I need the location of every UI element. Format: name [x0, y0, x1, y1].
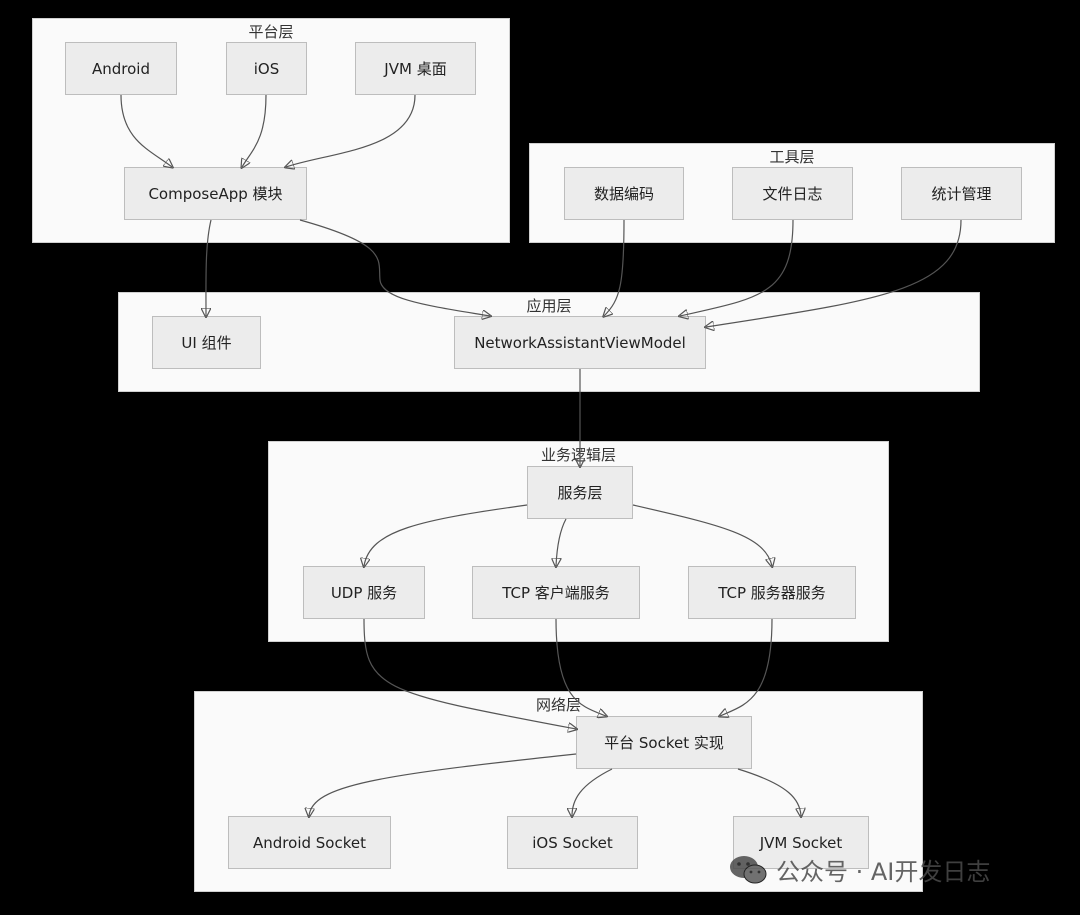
- node-ios[interactable]: iOS: [226, 42, 307, 95]
- watermark-text: 公众号 · AI开发日志: [776, 858, 991, 886]
- node-composeapp-module[interactable]: ComposeApp 模块: [124, 167, 307, 220]
- node-ui-component[interactable]: UI 组件: [152, 316, 261, 369]
- group-platform-label: 平台层: [248, 23, 294, 41]
- node-platform-socket-impl[interactable]: 平台 Socket 实现: [576, 716, 752, 769]
- group-business-label: 业务逻辑层: [540, 446, 616, 464]
- node-ios-socket[interactable]: iOS Socket: [507, 816, 638, 869]
- watermark: 公众号 · AI开发日志: [728, 852, 990, 887]
- group-tools-label: 工具层: [769, 148, 815, 166]
- wechat-icon: [730, 855, 767, 883]
- node-viewmodel[interactable]: NetworkAssistantViewModel: [454, 316, 706, 369]
- node-data-encoding[interactable]: 数据编码: [564, 167, 684, 220]
- node-udp-service[interactable]: UDP 服务: [303, 566, 425, 619]
- group-app-label: 应用层: [526, 297, 572, 315]
- node-tcp-client-service[interactable]: TCP 客户端服务: [472, 566, 640, 619]
- node-android[interactable]: Android: [65, 42, 177, 95]
- group-network-label: 网络层: [535, 696, 581, 714]
- node-jvm-socket[interactable]: JVM Socket: [733, 816, 869, 869]
- node-tcp-server-service[interactable]: TCP 服务器服务: [688, 566, 856, 619]
- node-jvm-desktop[interactable]: JVM 桌面: [355, 42, 476, 95]
- node-stats-management[interactable]: 统计管理: [901, 167, 1022, 220]
- node-file-log[interactable]: 文件日志: [732, 167, 853, 220]
- node-android-socket[interactable]: Android Socket: [228, 816, 391, 869]
- node-service-layer[interactable]: 服务层: [527, 466, 633, 519]
